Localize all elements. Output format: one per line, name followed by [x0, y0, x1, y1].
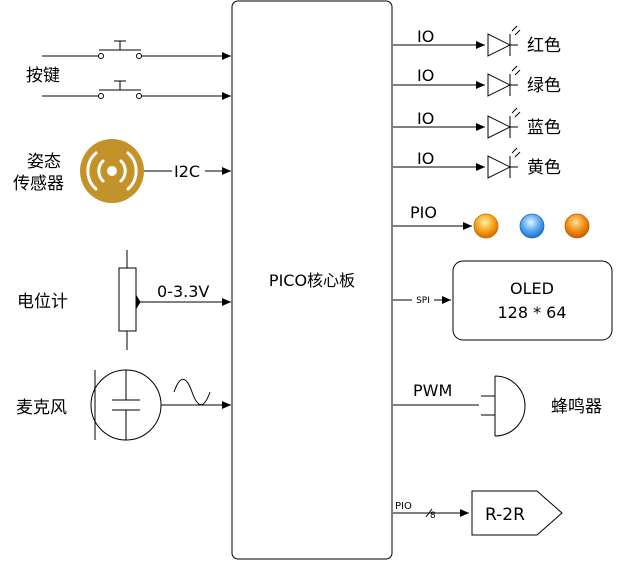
pico-board-label: PICO核心板 — [269, 271, 355, 290]
led-red-group: IO 红色 — [393, 25, 561, 57]
sine-wave-icon — [173, 378, 211, 406]
led-icon — [487, 25, 521, 57]
buttons-group: 按键 — [26, 40, 231, 100]
potentiometer-icon — [118, 250, 231, 350]
led-icon — [487, 147, 521, 179]
dac-group: PIO 8 R-2R — [393, 490, 563, 536]
push-button-icon — [42, 80, 231, 100]
buzzer-group: PWM 蜂鸣器 — [393, 375, 602, 437]
led-blue-bus: IO — [417, 109, 434, 128]
buttons-label: 按键 — [26, 66, 60, 86]
microphone-group: 麦克风 — [16, 369, 231, 441]
led-blue-label: 蓝色 — [527, 118, 561, 138]
led-yellow-label: 黄色 — [527, 158, 561, 178]
led-yellow-group: IO 黄色 — [393, 147, 561, 179]
dac-bus: PIO — [395, 501, 412, 512]
pio-leds-bus: PIO — [410, 203, 437, 222]
potentiometer-group: 电位计 0-3.3V — [17, 250, 231, 350]
rgb-led-icon — [564, 213, 590, 239]
pot-label: 电位计 — [17, 292, 68, 312]
microphone-icon — [90, 369, 231, 441]
led-green-group: IO 绿色 — [393, 65, 561, 97]
imu-label-line1: 姿态 — [27, 152, 61, 172]
sensor-icon — [80, 139, 144, 203]
oled-group: SPI OLED 128 * 64 — [393, 260, 613, 341]
mic-label: 麦克风 — [16, 398, 67, 418]
oled-display — [452, 260, 613, 341]
buzzer-icon — [481, 375, 526, 437]
dac-label: R-2R — [485, 505, 525, 525]
oled-resolution: 128 * 64 — [497, 303, 566, 322]
oled-label: OLED — [510, 279, 554, 298]
buzzer-bus: PWM — [413, 381, 452, 400]
pio-leds-group: PIO — [393, 203, 590, 239]
led-yellow-bus: IO — [417, 149, 434, 168]
rgb-led-icon — [473, 213, 499, 239]
i2c-label: I2C — [174, 162, 200, 181]
imu-label-line2: 传感器 — [13, 174, 64, 194]
pot-range-label: 0-3.3V — [157, 282, 209, 301]
buzzer-label: 蜂鸣器 — [551, 397, 602, 417]
push-button-icon — [42, 40, 231, 60]
led-blue-group: IO 蓝色 — [393, 107, 561, 139]
dac-width: 8 — [430, 511, 436, 521]
pico-board — [231, 0, 393, 560]
led-red-label: 红色 — [527, 36, 561, 56]
led-green-bus: IO — [417, 66, 434, 85]
oled-bus: SPI — [416, 296, 430, 306]
dac-block — [471, 490, 563, 536]
led-icon — [487, 107, 521, 139]
led-icon — [487, 65, 521, 97]
led-green-label: 绿色 — [527, 76, 561, 96]
imu-group: 姿态 传感器 I2C — [13, 139, 231, 203]
led-red-bus: IO — [417, 27, 434, 46]
rgb-led-icon — [519, 213, 545, 239]
